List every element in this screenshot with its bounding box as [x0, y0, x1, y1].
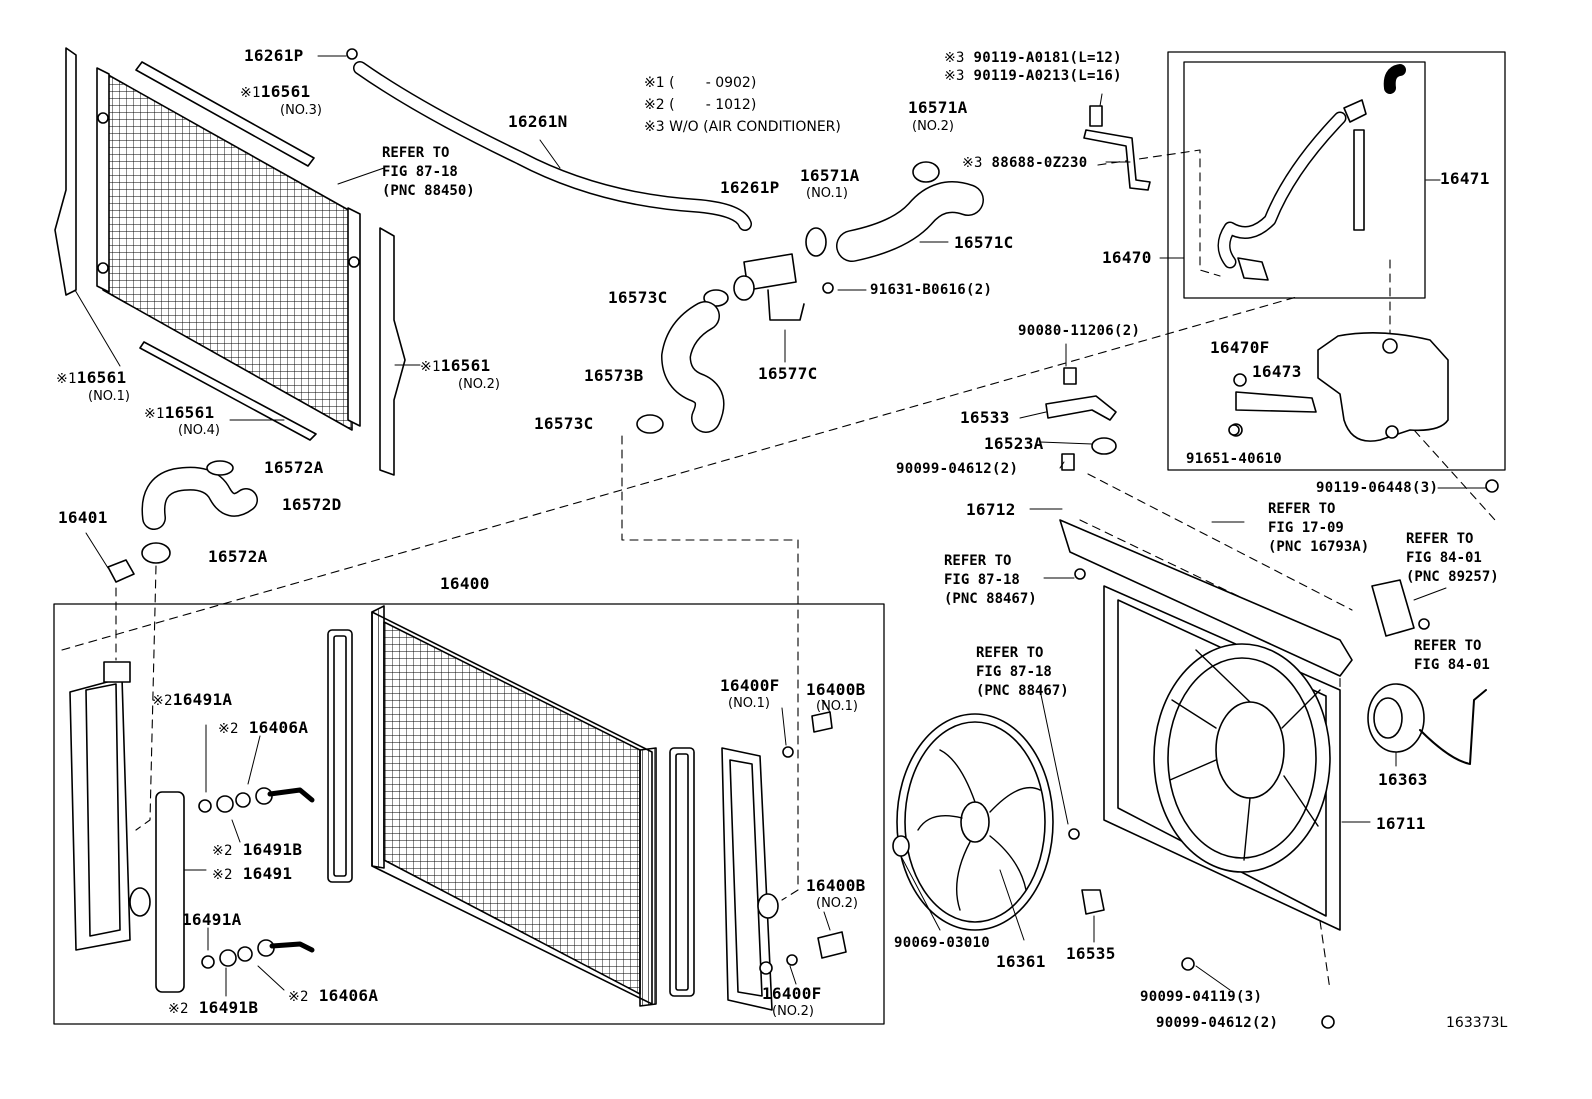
brackets-upper [1019, 105, 1151, 471]
radiator-core [327, 605, 695, 1007]
sub-16561-no4: (NO.4) [178, 423, 220, 438]
label-91631-B0616: 91631-B0616(2) [870, 282, 993, 298]
label-16572A-b: 16572A [208, 547, 268, 566]
label-16471: 16471 [1440, 169, 1490, 188]
bottom-fasteners [1039, 424, 1499, 1029]
label-16473: 16473 [1252, 362, 1302, 381]
diagram-id: 163373L [1446, 1015, 1508, 1031]
label-16571C: 16571C [954, 233, 1014, 252]
label-90080-11206: 90080-11206(2) [1018, 323, 1141, 339]
sub-16400B-no1: (NO.1) [816, 699, 858, 714]
radiator-box [53, 603, 885, 1025]
ref-pnc-88467-a: REFER TO FIG 87-18 (PNC 88467) [944, 553, 1037, 607]
label-16712: 16712 [966, 500, 1016, 519]
sub-16400B-no2: (NO.2) [816, 896, 858, 911]
ref-pnc-16793A: REFER TO FIG 17-09 (PNC 16793A) [1268, 501, 1370, 555]
label-16261P-mid: 16261P [720, 178, 780, 197]
sub-16561-no2: (NO.2) [458, 377, 500, 392]
label-16261N: 16261N [508, 112, 568, 131]
sub-16400F-no2: (NO.2) [772, 1004, 814, 1019]
label-16573C-b: 16573C [534, 414, 594, 433]
label-16561-no1: ※116561 [56, 368, 127, 387]
label-16491: ※2 16491 [212, 864, 293, 883]
fan-16361 [892, 713, 1054, 941]
note-2: ※2 ( - 1012) [644, 97, 757, 113]
label-16406A-b: ※2 16406A [288, 986, 379, 1005]
label-16400B-no2: 16400B [806, 876, 866, 895]
radiator-right-tank [721, 699, 847, 1011]
label-90099-04119: 90099-04119(3) [1140, 989, 1263, 1005]
sub-16400F-no1: (NO.1) [728, 696, 770, 711]
label-16571A-no2: 16571A [908, 98, 968, 117]
label-90119-A0213: ※3 90119-A0213(L=16) [944, 68, 1122, 84]
label-88688-0Z230: ※3 88688-0Z230 [962, 155, 1088, 171]
label-90069-03010: 90069-03010 [894, 935, 991, 951]
label-90119-06448: 90119-06448(3) [1316, 480, 1439, 496]
sub-16561-no1: (NO.1) [88, 389, 130, 404]
label-16491B-a: ※2 16491B [212, 840, 303, 859]
label-16400B-no1: 16400B [806, 680, 866, 699]
label-16470: 16470 [1102, 248, 1152, 267]
label-16261P-top: 16261P [244, 46, 304, 65]
sub-16561-no3: (NO.3) [280, 103, 322, 118]
hose-16261N [317, 48, 752, 231]
label-90119-A0181: ※3 90119-A0181(L=12) [944, 50, 1122, 66]
label-16533: 16533 [960, 408, 1010, 427]
radiator-left-tank [69, 661, 151, 951]
note-1: ※1 ( - 0902) [644, 75, 757, 91]
label-91651-40610: 91651-40610 [1186, 451, 1283, 467]
sub-16571A-no1: (NO.1) [806, 186, 848, 201]
label-16491B-b: ※2 16491B [168, 998, 259, 1017]
condenser [96, 67, 361, 431]
label-16572D: 16572D [282, 495, 342, 514]
label-16561-no4: ※116561 [144, 403, 215, 422]
label-16361: 16361 [996, 952, 1046, 971]
note-3: ※3 W/O (AIR CONDITIONER) [644, 119, 841, 135]
label-16572A-a: 16572A [264, 458, 324, 477]
fan-shroud-16711 [1029, 508, 1371, 931]
label-16470F: 16470F [1210, 338, 1270, 357]
lower-hose-16572D [85, 460, 258, 583]
leaders-misc [1039, 93, 1487, 523]
label-90099-04612-a: 90099-04612(2) [896, 461, 1019, 477]
label-16571A-no1: 16571A [800, 166, 860, 185]
sub-16571A-no2: (NO.2) [912, 119, 954, 134]
label-16406A-a: ※2 16406A [218, 718, 309, 737]
condenser-seals [54, 47, 406, 476]
label-16535: 16535 [1066, 944, 1116, 963]
label-16400F-no2: 16400F [762, 984, 822, 1003]
label-16523A: 16523A [984, 434, 1044, 453]
label-16491A-a: ※216491A [152, 690, 233, 709]
ref-pnc-88450: REFER TO FIG 87-18 (PNC 88450) [382, 145, 475, 199]
label-16561-no3: ※116561 [240, 82, 311, 101]
label-16577C: 16577C [758, 364, 818, 383]
upper-hose-assembly [636, 161, 984, 434]
label-16400F-no1: 16400F [720, 676, 780, 695]
ref-fig-84-01: REFER TO FIG 84-01 [1414, 638, 1490, 673]
label-16401: 16401 [58, 508, 108, 527]
fan-motor-16363 [1367, 579, 1487, 767]
ref-pnc-88467-b: REFER TO FIG 87-18 (PNC 88467) [976, 645, 1069, 699]
reservoir-box [1159, 51, 1506, 471]
reserve-tube-16491 [155, 724, 315, 997]
condenser-leaders [74, 167, 421, 421]
label-16573B: 16573B [584, 366, 644, 385]
ref-pnc-89257: REFER TO FIG 84-01 (PNC 89257) [1406, 531, 1499, 585]
label-16400: 16400 [440, 574, 490, 593]
label-16491A-b: 16491A [182, 910, 242, 929]
label-16711: 16711 [1376, 814, 1426, 833]
label-16363: 16363 [1378, 770, 1428, 789]
label-90099-04612-b: 90099-04612(2) [1156, 1015, 1279, 1031]
label-16561-no2: ※116561 [420, 356, 491, 375]
label-16573C-a: 16573C [608, 288, 668, 307]
